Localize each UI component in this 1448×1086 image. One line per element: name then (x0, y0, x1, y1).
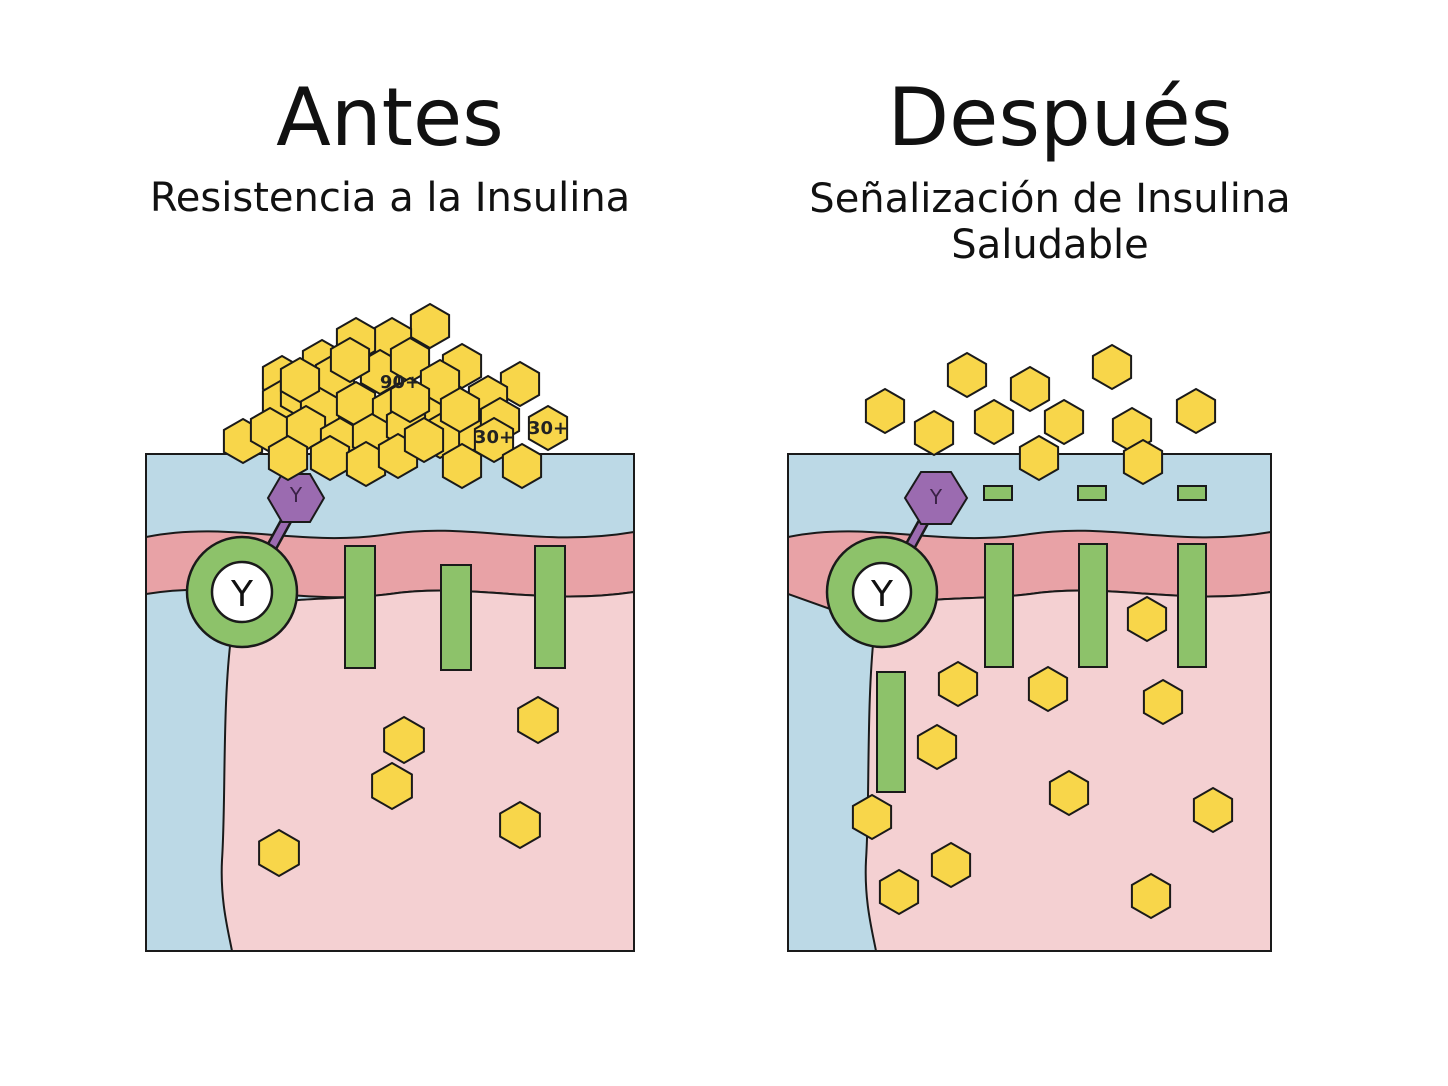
glucose-molecule (1122, 438, 1164, 486)
glucose-molecule (383, 715, 425, 765)
glucose-molecule (409, 302, 451, 350)
glucose-molecule (501, 442, 543, 490)
receptor-core (851, 561, 913, 623)
glut4-transporter (344, 545, 376, 669)
glucose-molecule (1142, 678, 1184, 726)
glut4-transporter (1177, 543, 1207, 668)
cluster-label: 30+ (528, 418, 568, 439)
glucose-molecule (851, 793, 893, 841)
glucose-molecule (1175, 387, 1217, 435)
glut4-transporter (440, 564, 472, 671)
binding-site-hexagon (903, 471, 969, 525)
cluster-label: 90+ (380, 372, 420, 393)
cluster-label: 30+ (474, 427, 514, 448)
glut4-transporter-surface (1077, 485, 1107, 501)
glut4-transporter (876, 671, 906, 793)
glucose-molecule (527, 404, 569, 452)
glucose-molecule (403, 416, 445, 464)
panel-before-subtitle: Resistencia a la Insulina (90, 175, 690, 221)
panel-before-cell: Y Y 90+ 30+ 30+ (145, 302, 635, 952)
glucose-molecule (1091, 343, 1133, 391)
glucose-molecule (267, 434, 309, 482)
glucose-molecule (371, 761, 413, 811)
receptor-core (210, 560, 274, 624)
glucose-molecule (937, 660, 979, 708)
glucose-molecule (309, 434, 351, 482)
glucose-molecule (1009, 365, 1051, 413)
glut4-transporter (534, 545, 566, 669)
glucose-molecule (258, 828, 300, 878)
glucose-molecule (1043, 398, 1085, 446)
glucose-molecule (878, 868, 920, 916)
panel-after-cell: Y Y (787, 343, 1272, 952)
glucose-molecule (279, 356, 321, 404)
glucose-molecule (499, 360, 541, 408)
glut4-transporter (984, 543, 1014, 668)
glucose-molecule (864, 387, 906, 435)
receptor-label: Y (230, 574, 254, 615)
glucose-molecule (913, 409, 955, 457)
binding-site-label: Y (289, 483, 303, 507)
glut4-transporter-surface (1177, 485, 1207, 501)
cytoplasm (220, 589, 634, 951)
panel-after-subtitle: Señalización de Insulina Saludable (740, 176, 1360, 268)
glucose-molecule (389, 376, 431, 424)
glucose-molecule (930, 841, 972, 889)
glut4-transporter-surface (983, 485, 1013, 501)
receptor-label: Y (870, 574, 894, 615)
glucose-molecule (946, 351, 988, 399)
glucose-molecule (973, 398, 1015, 446)
glucose-molecule (439, 386, 481, 434)
panel-before-title: Antes (276, 71, 504, 164)
subtitle-line: Resistencia a la Insulina (149, 175, 631, 221)
glucose-molecule (916, 723, 958, 771)
glucose-molecule (499, 800, 541, 850)
glucose-molecule (1192, 786, 1234, 834)
glucose-molecule (1130, 872, 1172, 920)
glucose-molecule (517, 695, 559, 745)
glucose-molecule (473, 416, 515, 464)
glucose-molecule (1048, 769, 1090, 817)
glucose-molecule (1126, 595, 1168, 643)
glut4-transporter (1078, 543, 1108, 668)
subtitle-line: Señalización de Insulina (809, 176, 1291, 222)
binding-site-label: Y (929, 485, 943, 509)
panel-after-title: Después (887, 71, 1233, 164)
glucose-molecule (1018, 434, 1060, 482)
glucose-molecule (329, 336, 371, 384)
glucose-molecule (1027, 665, 1069, 713)
subtitle-line: Saludable (951, 222, 1149, 268)
